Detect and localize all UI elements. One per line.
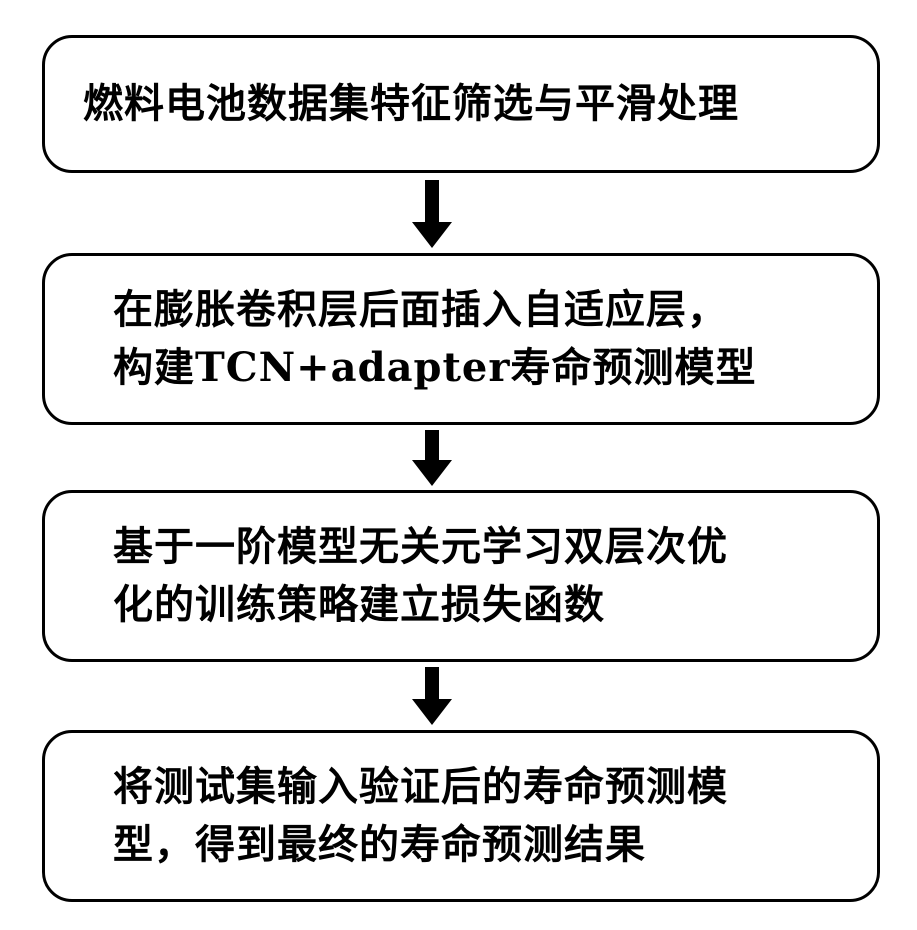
flow-step-4-line-1: 将测试集输入验证后的寿命预测模: [113, 758, 877, 816]
flow-step-3-line-2: 化的训练策略建立损失函数: [113, 576, 877, 634]
flow-step-4-line-2: 型，得到最终的寿命预测结果: [113, 816, 877, 874]
flow-step-2-line-1: 在膨胀卷积层后面插入自适应层，: [113, 281, 877, 339]
flow-step-1: 燃料电池数据集特征筛选与平滑处理: [42, 35, 880, 173]
down-arrow-icon: [417, 430, 447, 486]
flow-step-4: 将测试集输入验证后的寿命预测模 型，得到最终的寿命预测结果: [42, 730, 880, 902]
down-arrow-icon: [417, 180, 447, 248]
flow-step-1-text: 燃料电池数据集特征筛选与平滑处理: [83, 75, 877, 133]
flow-step-3-line-1: 基于一阶模型无关元学习双层次优: [113, 518, 877, 576]
flow-step-3: 基于一阶模型无关元学习双层次优 化的训练策略建立损失函数: [42, 490, 880, 662]
down-arrow-icon: [417, 667, 447, 725]
flow-step-2: 在膨胀卷积层后面插入自适应层， 构建TCN+adapter寿命预测模型: [42, 253, 880, 425]
flow-step-2-line-2: 构建TCN+adapter寿命预测模型: [113, 339, 877, 397]
